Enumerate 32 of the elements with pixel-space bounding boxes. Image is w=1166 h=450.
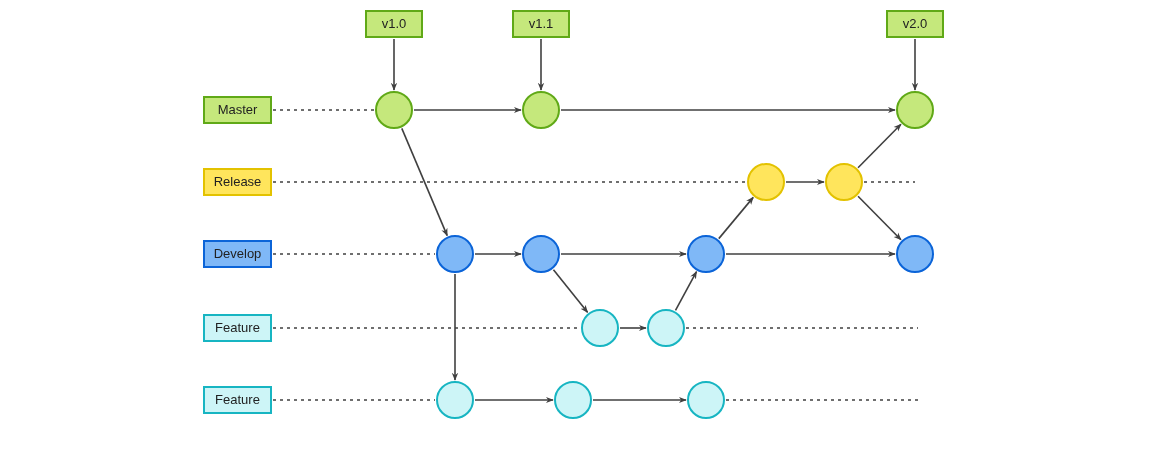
dashed-line — [272, 181, 747, 183]
arrow — [401, 127, 448, 237]
version-tag: v1.1 — [512, 10, 570, 38]
arrow — [560, 250, 687, 258]
arrow — [785, 178, 825, 186]
arrow — [537, 38, 545, 91]
dashed-line — [272, 109, 375, 111]
arrow — [474, 250, 522, 258]
version-tag: v1.0 — [365, 10, 423, 38]
arrow — [718, 196, 754, 240]
arrow — [390, 38, 398, 91]
dashed-line — [272, 253, 436, 255]
dashed-line — [725, 399, 921, 401]
arrow — [857, 195, 902, 241]
version-tag: v2.0 — [886, 10, 944, 38]
arrow — [474, 396, 554, 404]
branch-label: Feature — [203, 386, 272, 414]
arrow — [560, 106, 896, 114]
dashed-line — [685, 327, 919, 329]
arrow — [619, 324, 647, 332]
arrow — [592, 396, 687, 404]
dashed-line — [272, 399, 436, 401]
branch-label: Master — [203, 96, 272, 124]
arrow — [413, 106, 522, 114]
arrow — [911, 38, 919, 91]
arrow — [451, 273, 459, 381]
branch-label: Develop — [203, 240, 272, 268]
dashed-line — [863, 181, 916, 183]
branch-label: Feature — [203, 314, 272, 342]
arrow — [857, 123, 902, 169]
branch-label: Release — [203, 168, 272, 196]
arrow — [725, 250, 896, 258]
